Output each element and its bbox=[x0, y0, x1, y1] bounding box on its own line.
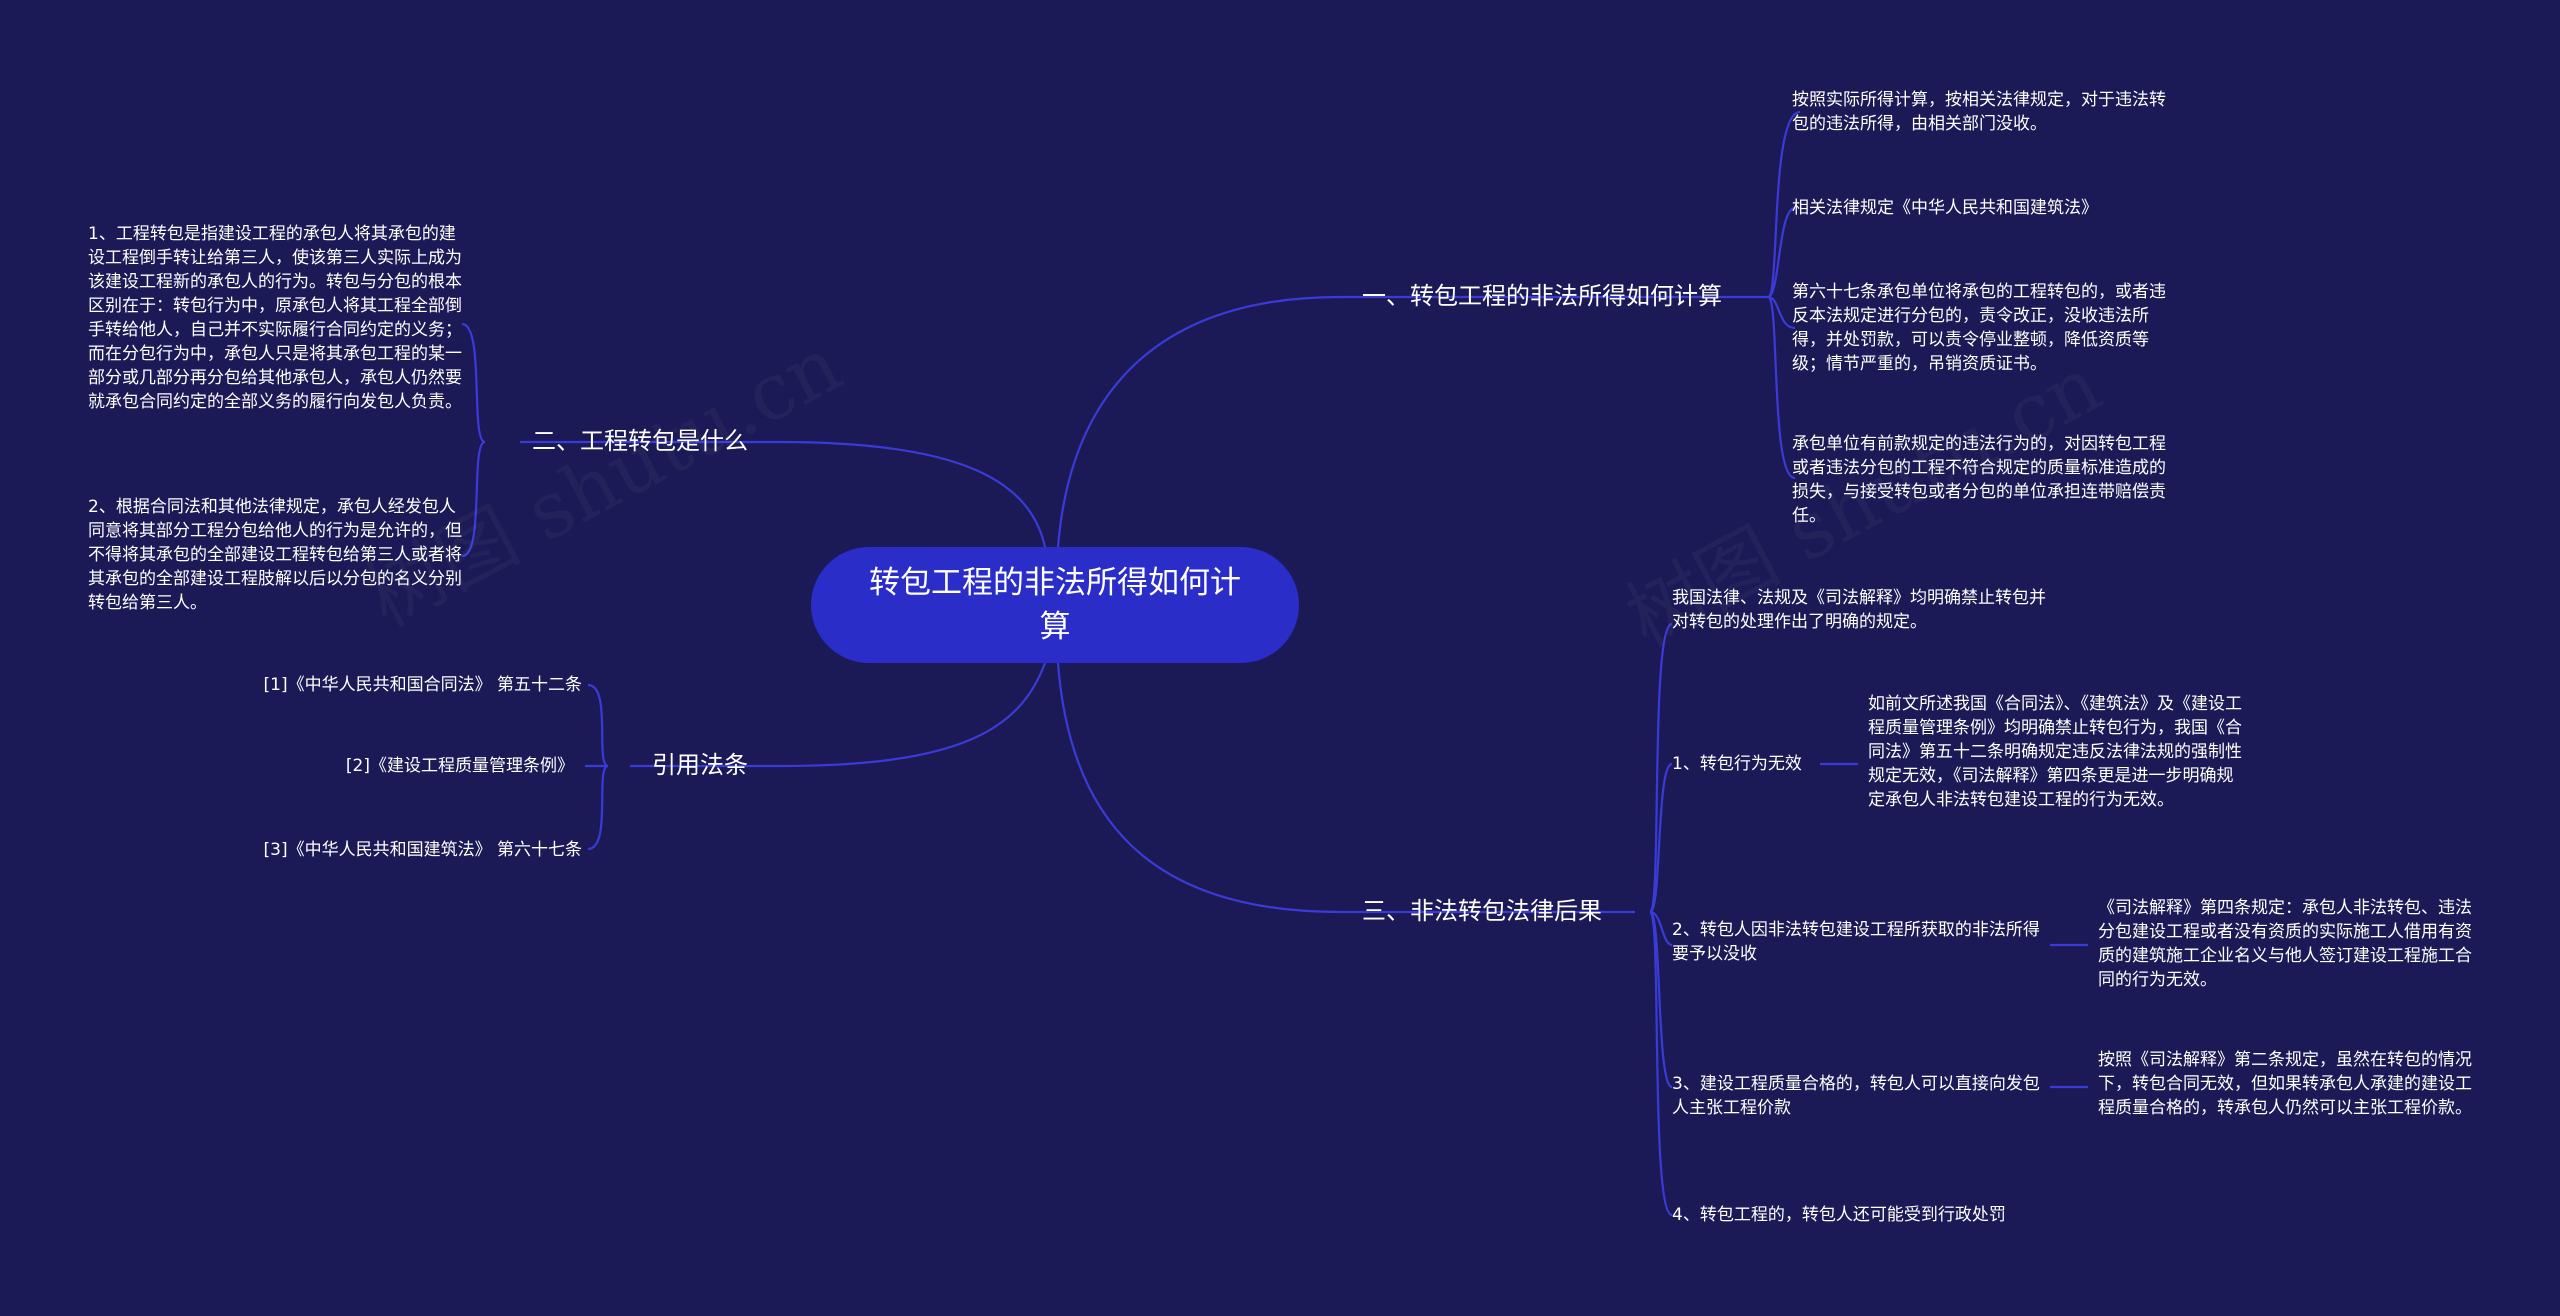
consequence-2-detail: 《司法解释》第四条规定：承包人非法转包、违法分包建设工程或者没有资质的实际施工人… bbox=[2098, 898, 2472, 990]
bracket-b1 bbox=[1766, 110, 1801, 299]
leaf-definition-2: 2、根据合同法和其他法律规定，承包人经发包人同意将其部分工程分包给他人的行为是允… bbox=[88, 497, 462, 613]
root-title: 转包工程的非法所得如何计算 bbox=[869, 565, 1241, 645]
consequence-intro: 我国法律、法规及《司法解释》均明确禁止转包并对转包的处理作出了明确的规定。 bbox=[1672, 588, 2046, 632]
leaf-income-4: 承包单位有前款规定的违法行为的，对因转包工程或者违法分包的工程不符合规定的质量标… bbox=[1792, 434, 2166, 526]
leaf-income-3: 第六十七条承包单位将承包的工程转包的，或者违反本法规定进行分包的，责令改正，没收… bbox=[1792, 282, 2166, 374]
consequence-3-label[interactable]: 3、建设工程质量合格的，转包人可以直接向发包人主张工程价款 bbox=[1672, 1074, 2040, 1118]
branch-illegal-income[interactable]: 一、转包工程的非法所得如何计算 bbox=[1362, 282, 1722, 310]
consequence-1-detail: 如前文所述我国《合同法》、《建筑法》及《建设工程质量管理条例》均明确禁止转包行为… bbox=[1868, 694, 2242, 810]
branch-cited-laws[interactable]: 引用法条 bbox=[652, 751, 748, 779]
root-node[interactable]: 转包工程的非法所得如何计算 bbox=[811, 547, 1299, 663]
consequence-4-label[interactable]: 4、转包工程的，转包人还可能受到行政处罚 bbox=[1672, 1205, 2006, 1225]
branch-legal-consequences[interactable]: 三、非法转包法律后果 bbox=[1362, 897, 1602, 925]
consequence-1-label[interactable]: 1、转包行为无效 bbox=[1672, 754, 1802, 774]
leaf-definition-1: 1、工程转包是指建设工程的承包人将其承包的建设工程倒手转让给第三人，使该第三人实… bbox=[88, 224, 462, 412]
consequence-2-label[interactable]: 2、转包人因非法转包建设工程所获取的非法所得要予以没收 bbox=[1672, 920, 2040, 964]
branch-what-is-subcontract[interactable]: 二、工程转包是什么 bbox=[532, 427, 748, 455]
consequence-3-detail: 按照《司法解释》第二条规定，虽然在转包的情况下，转包合同无效，但如果转承包人承建… bbox=[2098, 1050, 2472, 1118]
bracket-b2 bbox=[461, 322, 486, 444]
leaf-income-2: 相关法律规定《中华人民共和国建筑法》 bbox=[1792, 198, 2098, 218]
ref-law-1[interactable]: [1]《中华人民共和国合同法》 第五十二条 bbox=[263, 675, 582, 695]
bracket-b4 bbox=[1648, 622, 1674, 914]
connector-root-b2 bbox=[779, 440, 1047, 548]
connector-root-b1 bbox=[1056, 295, 1341, 548]
bracket-b3 bbox=[587, 683, 609, 768]
ref-law-3[interactable]: [3]《中华人民共和国建筑法》 第六十七条 bbox=[263, 840, 582, 860]
leaf-income-1: 按照实际所得计算，按相关法律规定，对于违法转包的违法所得，由相关部门没收。 bbox=[1792, 90, 2166, 134]
ref-law-2[interactable]: [2]《建设工程质量管理条例》 bbox=[345, 756, 574, 776]
connector-root-b4 bbox=[1056, 662, 1341, 914]
connector-root-b3 bbox=[779, 662, 1047, 768]
